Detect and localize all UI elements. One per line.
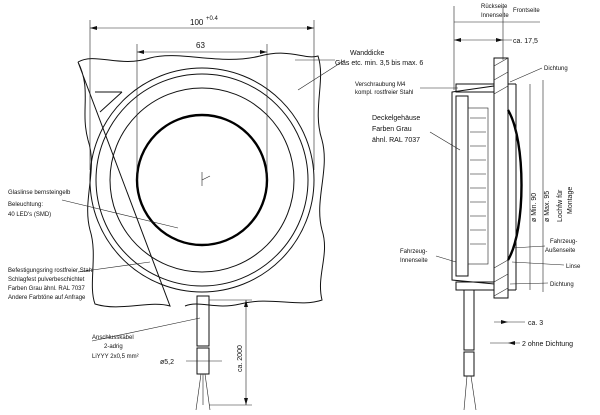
dim-depth-arrow-r (496, 38, 503, 42)
dim-len-arrow-t (244, 300, 248, 307)
outside-label-2: Außenseite (545, 248, 576, 254)
cover-label-2: Farben Grau (372, 126, 412, 133)
cable-label-1: Anschlusskabel (92, 335, 134, 341)
side-cable-upper (463, 289, 475, 351)
cable-wire-2 (204, 373, 211, 411)
side-wire-1 (463, 375, 468, 411)
cutout-label-2: Montage (567, 187, 574, 214)
dim-inner-text: 63 (196, 41, 205, 50)
cable-wire-1 (195, 373, 202, 411)
dim-ca3-arrow (501, 320, 508, 324)
hdr-rear-1: Rückseite (481, 4, 508, 10)
dim-100-arrow-l (90, 26, 97, 30)
dim-2-text: 2 ohne Dichtung (522, 341, 573, 348)
ring-outer (89, 67, 315, 293)
dim-63-arrow-r (260, 50, 267, 54)
ring-outer-inner-edge (95, 73, 309, 287)
dim-len-arrow-b (244, 398, 248, 405)
dim-max95-text: ø Max. 95 (544, 191, 551, 222)
ring-label-1: Befestigungsring rostfreier Stahl (8, 268, 93, 274)
dim-depth-arrow-l (454, 38, 461, 42)
section-marker-d (99, 91, 123, 113)
side-view: Rückseite Innenseite Frontseite ca. 17,5 (355, 4, 581, 411)
screw-bottom (455, 281, 495, 291)
cover-leader (429, 131, 461, 151)
seal-label: Dichtung (544, 66, 568, 72)
cover-label-1: Deckelgehäuse (372, 115, 420, 122)
hdr-rear-2: Innenseite (481, 13, 509, 19)
cable-label-3: LiYYY 2x0,5 mm² (92, 354, 139, 360)
dim-min90-text: ø Min. 90 (531, 193, 538, 222)
seal-leader-2 (509, 282, 549, 285)
hdr-front: Frontseite (513, 8, 540, 14)
lens-label: Linse (566, 264, 581, 270)
ring-label-3: Farben Grau ähnl. RAL 7037 (8, 286, 85, 292)
led-ticks (470, 117, 486, 245)
wall-section (493, 57, 509, 299)
wall-label-2: Glas etc. min. 3,5 bis max. 6 (335, 60, 423, 67)
dim-100-arrow-r (307, 26, 314, 30)
glass-label-1: Glaslinse bernsteingelb (8, 190, 71, 196)
dim-depth-text: ca. 17,5 (513, 38, 538, 45)
seal-leader (509, 67, 543, 83)
cable-leader (91, 317, 201, 342)
glass-leader (61, 199, 179, 229)
dim-ca3-text: ca. 3 (528, 320, 543, 327)
ring-label-4: Andere Farbtöne auf Anfrage (8, 295, 86, 301)
led-board (467, 107, 489, 265)
side-lens (506, 109, 523, 261)
housing-back (455, 95, 469, 277)
wall-label-1: Wanddicke (350, 50, 384, 57)
inside-label-2: Innenseite (400, 258, 428, 264)
inside-leader (435, 255, 457, 263)
dim-cable-dia-text: ø5,2 (160, 359, 174, 366)
wall-outline (77, 52, 326, 308)
side-wire-2 (470, 375, 477, 411)
cable-label-2: 2-adrig (104, 344, 123, 350)
wall-hatch (493, 57, 509, 297)
cutout-label-1: Lochfw für (557, 189, 564, 222)
dim-cable-len-text: ca. 2000 (237, 345, 244, 372)
front-view: 100 +0.4 63 Wanddicke Glas etc. min. 3,5… (8, 16, 423, 411)
ring-label-2: Schlagfest pulverbeschichtet (8, 277, 85, 283)
outside-leader (511, 245, 546, 249)
glass-label-3: 40 LED's (SMD) (8, 212, 51, 218)
side-cable-lower (463, 351, 475, 377)
wall-leader (297, 59, 346, 91)
ring-inner (109, 87, 295, 273)
glass-label-2: Beleuchtung: (8, 202, 43, 208)
dim-outer-text: 100 (190, 18, 204, 27)
dim-outer-tol-text: +0.4 (206, 16, 219, 22)
screw-label-2: kompl. rostfreier Stahl (355, 90, 413, 96)
cable-upper (196, 295, 210, 347)
inside-label-1: Fahrzeug- (400, 249, 427, 255)
screw-label-1: Verschraubung M4 (355, 82, 406, 88)
lens-leader (511, 261, 565, 266)
outside-label-1: Fahrzeug- (550, 239, 577, 245)
ring-leader (77, 261, 151, 273)
center-mark-d (201, 175, 211, 181)
cover-label-3: ähnl. RAL 7037 (372, 137, 420, 144)
seal-label-2: Dichtung (550, 282, 574, 288)
dim-63-arrow-l (137, 50, 144, 54)
dim-2-arrow (508, 341, 515, 345)
